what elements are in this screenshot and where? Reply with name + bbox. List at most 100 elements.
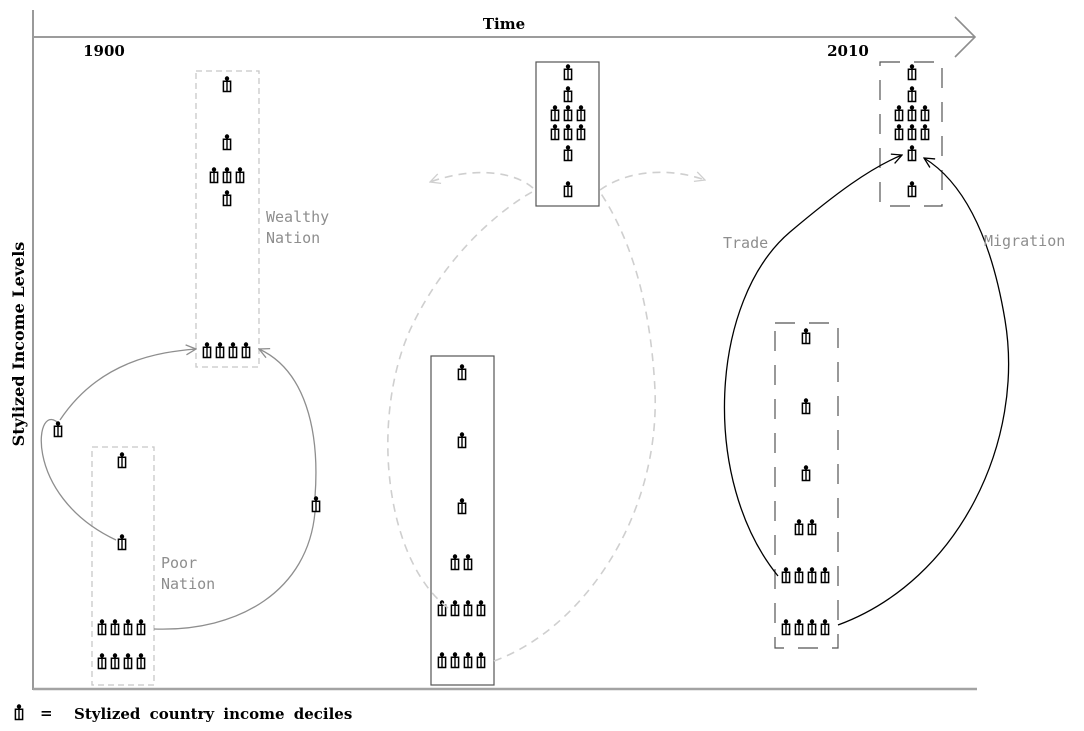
legend-equals-sign: = (40, 704, 53, 722)
y-axis-label: Stylized Income Levels (9, 242, 28, 447)
income-decile-icon (907, 63, 917, 81)
income-decile-icon (457, 363, 467, 381)
middle-dashed-loop-left (387, 191, 533, 609)
income-decile-icon (807, 618, 817, 636)
income-decile-icon (437, 651, 447, 669)
2010-top-frame (879, 61, 943, 207)
trade-label: Trade (723, 234, 768, 252)
income-decile-icon (202, 341, 212, 359)
legend-text: Stylized country income deciles (74, 705, 353, 723)
wealthy-nation-label-line2: Nation (266, 229, 320, 247)
trade-arrow (723, 155, 902, 577)
income-decile-icon (123, 652, 133, 670)
income-decile-icon (801, 327, 811, 345)
income-decile-icon (907, 85, 917, 103)
income-decile-icon (117, 451, 127, 469)
income-decile-icon (215, 341, 225, 359)
time-axis-label: Time (483, 15, 525, 33)
income-decile-icon (222, 133, 232, 151)
income-decile-icon (476, 651, 486, 669)
2010-top-deciles (894, 63, 930, 198)
income-decile-icon (794, 518, 804, 536)
income-decile-icon (235, 166, 245, 184)
middle-bottom-frame (430, 355, 495, 686)
income-decile-icon (136, 652, 146, 670)
end-year-label: 2010 (827, 42, 869, 60)
income-decile-icon (563, 104, 573, 122)
income-decile-icon (907, 104, 917, 122)
income-decile-icon (576, 104, 586, 122)
income-decile-icon (807, 518, 817, 536)
income-decile-icon (450, 553, 460, 571)
migration-arrow (837, 158, 1010, 626)
income-decile-icon (807, 566, 817, 584)
poor-nation-deciles (97, 451, 146, 670)
income-decile-icon (437, 599, 447, 617)
income-decile-icon (14, 703, 24, 721)
time-axis (33, 16, 977, 58)
wealthy-nation-deciles (202, 75, 251, 359)
2010-bottom-frame (774, 322, 839, 649)
income-decile-icon (894, 104, 904, 122)
income-decile-icon (781, 618, 791, 636)
income-decile-icon (907, 123, 917, 141)
income-decile-icon (820, 618, 830, 636)
migrating-decile-icon (311, 495, 321, 513)
income-decile-icon (907, 180, 917, 198)
middle-dashed-arrow-left (430, 171, 534, 189)
income-decile-icon (920, 104, 930, 122)
income-decile-icon (920, 123, 930, 141)
wealthy-nation-frame (195, 70, 260, 368)
income-decile-icon (550, 104, 560, 122)
income-decile-icon (563, 180, 573, 198)
income-decile-icon (228, 341, 238, 359)
income-decile-icon (97, 618, 107, 636)
middle-dashed-arrow-right (599, 171, 705, 191)
wealthy-nation-label: Wealthy Nation (266, 208, 338, 247)
income-decile-icon (241, 341, 251, 359)
income-decile-icon (563, 144, 573, 162)
income-decile-icon (794, 618, 804, 636)
poor-nation-label-line2: Nation (161, 575, 215, 593)
income-decile-icon (894, 123, 904, 141)
poor-to-wealthy-arrow-left (40, 349, 196, 541)
income-decile-icon (801, 464, 811, 482)
middle-top-frame (535, 61, 600, 207)
income-decile-icon (563, 63, 573, 81)
income-decile-icon (222, 166, 232, 184)
income-decile-icon (476, 599, 486, 617)
income-decile-icon (801, 397, 811, 415)
income-decile-icon (576, 123, 586, 141)
income-decile-icon (450, 599, 460, 617)
wealthy-nation-label-line1: Wealthy (266, 208, 329, 226)
income-decile-icon (222, 75, 232, 93)
income-decile-icon (820, 566, 830, 584)
migration-label: Migration (984, 232, 1065, 250)
middle-bottom-deciles (437, 363, 486, 669)
income-decile-icon (550, 123, 560, 141)
income-decile-icon (463, 553, 473, 571)
poor-to-wealthy-arrow-right (153, 349, 317, 630)
income-decile-icon (457, 497, 467, 515)
income-decile-icon (457, 431, 467, 449)
income-decile-icon (117, 533, 127, 551)
income-decile-icon (450, 651, 460, 669)
migrating-decile-icon (53, 420, 63, 438)
income-decile-icon (781, 566, 791, 584)
income-decile-icon (136, 618, 146, 636)
income-decile-icon (97, 652, 107, 670)
poor-nation-frame (91, 446, 155, 686)
income-decile-icon (123, 618, 133, 636)
start-year-label: 1900 (83, 42, 125, 60)
poor-nation-label: Poor Nation (161, 554, 215, 593)
income-decile-icon (110, 652, 120, 670)
income-decile-icon (110, 618, 120, 636)
income-decile-icon (563, 123, 573, 141)
income-decile-icon (222, 189, 232, 207)
middle-top-deciles (550, 63, 586, 198)
migration-trade-diagram: Time 1900 2010 Stylized Income Levels We… (9, 10, 1065, 691)
income-decile-icon (209, 166, 219, 184)
2010-bottom-deciles (781, 327, 830, 636)
income-decile-icon (463, 599, 473, 617)
income-decile-icon (463, 651, 473, 669)
